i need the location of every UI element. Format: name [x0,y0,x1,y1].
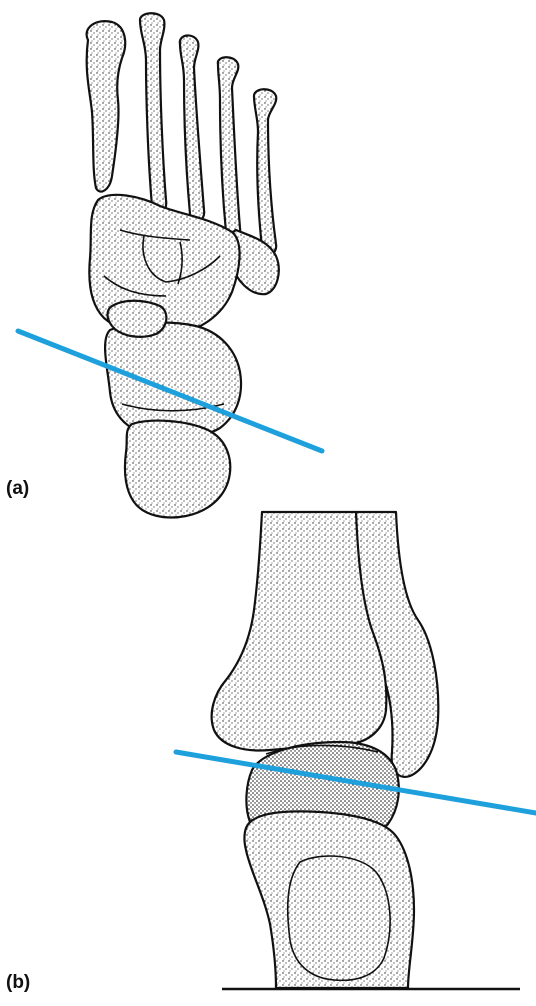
panel-b-label: (b) [6,972,30,994]
fourth-toe [218,57,240,239]
fifth-toe [254,89,276,254]
third-toe [180,35,204,221]
second-toe [140,13,166,213]
panel-a-label: (a) [6,478,29,500]
foot-skeleton-dorsal [87,13,279,517]
navicular [108,301,167,337]
calcaneus [125,421,230,518]
ankle-skeleton-posterior [212,512,439,988]
hallux-phalanx [87,21,126,191]
